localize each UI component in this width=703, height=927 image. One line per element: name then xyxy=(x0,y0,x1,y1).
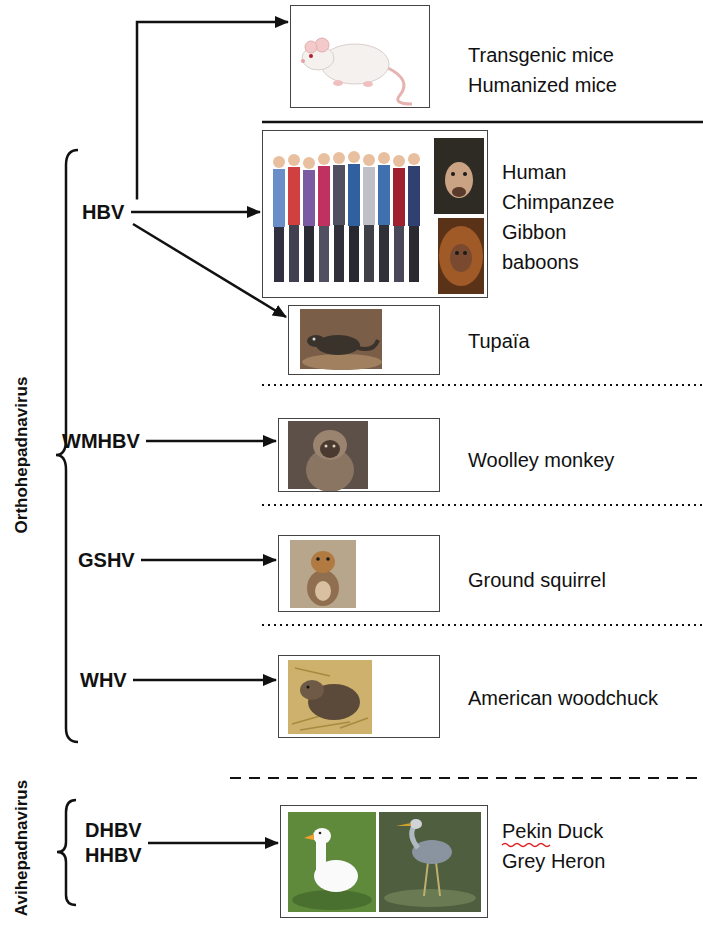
photo-frame xyxy=(278,535,440,612)
text-group: GSHV xyxy=(78,548,135,573)
text-group: American woodchuck xyxy=(468,683,658,713)
host-name: Chimpanzee xyxy=(502,187,614,217)
text-group: Ground squirrel xyxy=(468,565,606,595)
host-name: Humanized mice xyxy=(468,70,617,100)
virus-label: DHBV xyxy=(85,818,142,843)
arrow-connector xyxy=(141,559,276,562)
host-name: Woolley monkey xyxy=(468,445,614,475)
host-name: Human xyxy=(502,157,614,187)
host-name: Tupaïa xyxy=(468,326,530,356)
virus-label: WMHBV xyxy=(62,429,140,454)
text-group: Transgenic miceHumanized mice xyxy=(468,40,617,100)
virus-label: HHBV xyxy=(85,843,142,868)
monkey-photo xyxy=(288,421,368,492)
photo-frame xyxy=(290,5,430,108)
text-group: HBV xyxy=(82,200,125,225)
host-name: American woodchuck xyxy=(468,683,658,713)
crowd-photo xyxy=(273,151,420,282)
photo-frame xyxy=(280,805,488,918)
host-name: Pekin Duck xyxy=(502,816,605,846)
squirrel-photo xyxy=(290,540,356,608)
text-group: DHBVHHBV xyxy=(85,818,142,868)
species-photo-box: Woolley monkey xyxy=(278,418,619,492)
arrow-connector xyxy=(148,842,278,845)
text-group: WMHBV xyxy=(62,429,140,454)
host-name: baboons xyxy=(502,247,614,277)
virus-name: WHV xyxy=(80,668,127,693)
tupaia-photo xyxy=(300,309,382,370)
virus-name: DHBVHHBV xyxy=(85,818,142,868)
curly-brace xyxy=(56,150,78,905)
arrow-connector xyxy=(133,224,286,317)
virus-label: WHV xyxy=(80,668,127,693)
species-photo-box: American woodchuck xyxy=(278,655,663,738)
virus-label: HBV xyxy=(82,200,125,225)
arrow-connector xyxy=(146,440,276,443)
host-name: Ground squirrel xyxy=(468,565,606,595)
virus-name: WMHBV xyxy=(62,429,140,454)
species-photo-box: Transgenic miceHumanized mice xyxy=(290,5,621,108)
host-name: Gibbon xyxy=(502,217,614,247)
species-photo-box: HumanChimpanzeeGibbonbaboons xyxy=(262,130,619,298)
mouse-photo xyxy=(301,38,412,104)
text-group: WHV xyxy=(80,668,127,693)
species-photo-box: Tupaïa xyxy=(288,305,534,375)
spellcheck-underline xyxy=(502,844,550,847)
photo-frame xyxy=(278,655,440,738)
text-group: Tupaïa xyxy=(468,326,530,356)
virus-label: GSHV xyxy=(78,548,135,573)
arrow-connector xyxy=(133,679,276,682)
species-photo-box: Ground squirrel xyxy=(278,535,610,612)
heron-photo xyxy=(379,812,481,912)
duck-photo xyxy=(288,812,376,912)
species-photo-box: Pekin DuckGrey Heron xyxy=(280,805,610,918)
woodchuck-photo xyxy=(288,660,372,734)
photo-frame xyxy=(278,418,440,492)
host-name: Grey Heron xyxy=(502,846,605,876)
orangutan-photo xyxy=(438,218,484,294)
genus-label: Orthohepadnavirus xyxy=(12,377,32,534)
virus-name: HBV xyxy=(82,200,125,225)
text-group: Woolley monkey xyxy=(468,445,614,475)
genus-label: Avihepadnavirus xyxy=(12,780,32,916)
chimpanzee-photo xyxy=(434,138,484,214)
host-name: Transgenic mice xyxy=(468,40,617,70)
arrow-connector xyxy=(131,211,260,214)
virus-name: GSHV xyxy=(78,548,135,573)
arrow-connector xyxy=(137,22,288,200)
separator-lines xyxy=(230,122,703,778)
text-group: HumanChimpanzeeGibbonbaboons xyxy=(502,157,614,277)
photo-frame xyxy=(288,305,440,375)
photo-frame xyxy=(262,130,488,298)
text-group: Pekin DuckGrey Heron xyxy=(502,816,605,876)
